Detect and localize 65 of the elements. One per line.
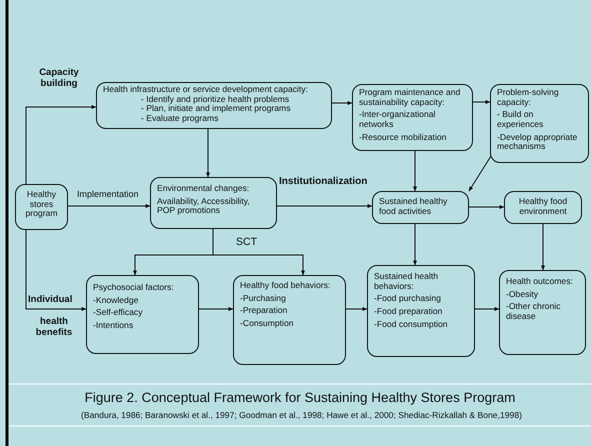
rounded-box [150,177,277,229]
rounded-box [372,191,469,224]
box-heading: Program maintenance and sustainability capacity: [359,88,462,108]
box-heading: Sustained health behaviors: [374,272,440,292]
box-text: -Obesity [506,290,539,300]
rounded-box [367,265,475,357]
arrow [206,128,210,178]
box-text: - Build on experiences [497,110,544,130]
box-text: -Knowledge [93,296,140,306]
box-text: Healthy food environment [518,197,568,216]
box-heading: Environmental changes: [157,184,250,194]
annotation-text: SCT [236,236,258,249]
box-text: - Evaluate programs [140,114,218,124]
arrow [468,156,492,192]
arrow [198,307,234,311]
box-text: -Inter-organizational networks [359,110,436,130]
box-heading: Psychosocial factors: [93,283,175,293]
box-text: -Purchasing [240,294,287,304]
rounded-box [490,84,589,163]
rounded-box [15,184,68,230]
arrow [212,228,305,276]
arrow [413,224,417,266]
box-text: -Food consumption [374,320,449,330]
rounded-box [499,270,586,355]
box-text: -Develop appropriate mechanisms [497,132,578,152]
box-text: -Food purchasing [374,294,442,304]
box-text: -Intentions [93,320,134,330]
arrow [413,150,417,192]
rounded-box [352,84,473,151]
arrow [474,307,500,311]
box-text: - Plan, initiate and implement programs [140,104,292,114]
caption: Figure 2. Conceptual Framework for Sustaining Healthy Stores Program [84,390,516,406]
arrow [26,230,86,311]
box-heading: Healthy food behaviors: [240,281,332,291]
box-text: Healthy stores program [24,190,58,219]
rounded-box [504,191,582,224]
arrow [472,100,490,104]
arrow [332,101,352,105]
box-text: Availability, Accessibility, POP promotions [157,196,251,216]
citation-text: (Bandura, 1986; Baranowski et al., 1997; Goodman et al., 1998; Hawe et al., 2000; Shediac-Rizkallah & Bone,1998) [80,410,523,420]
arrow [541,224,545,270]
box-text: -Resource mobilization [359,132,448,142]
side-label: Individual [28,294,74,306]
rounded-box [86,275,199,354]
side-label: health benefits [34,316,74,339]
rounded-box [233,275,346,365]
box-text: Sustained healthy food activities [379,197,448,216]
box-heading: Problem-solving capacity: [497,88,560,108]
box-heading: Health outcomes: [506,277,574,287]
box-text: -Food preparation [374,306,444,316]
arrow [68,204,150,208]
edge-label: Implementation [77,189,139,199]
arrow [26,105,96,184]
box-text: -Preparation [240,306,288,316]
box-text: -Consumption [240,318,294,328]
side-label: Capacity building [38,67,80,90]
arrow [468,205,504,209]
edge-label: Institutionalization [279,176,368,187]
arrow [346,307,368,311]
box-heading: Health infrastructure or service development capacity: [103,85,309,95]
box-text: -Other chronic disease [506,302,562,322]
box-text: - Identify and prioritize health problems [140,94,290,104]
rounded-box [96,82,332,129]
box-text: -Self-efficacy [93,308,144,318]
arrow [276,204,372,208]
